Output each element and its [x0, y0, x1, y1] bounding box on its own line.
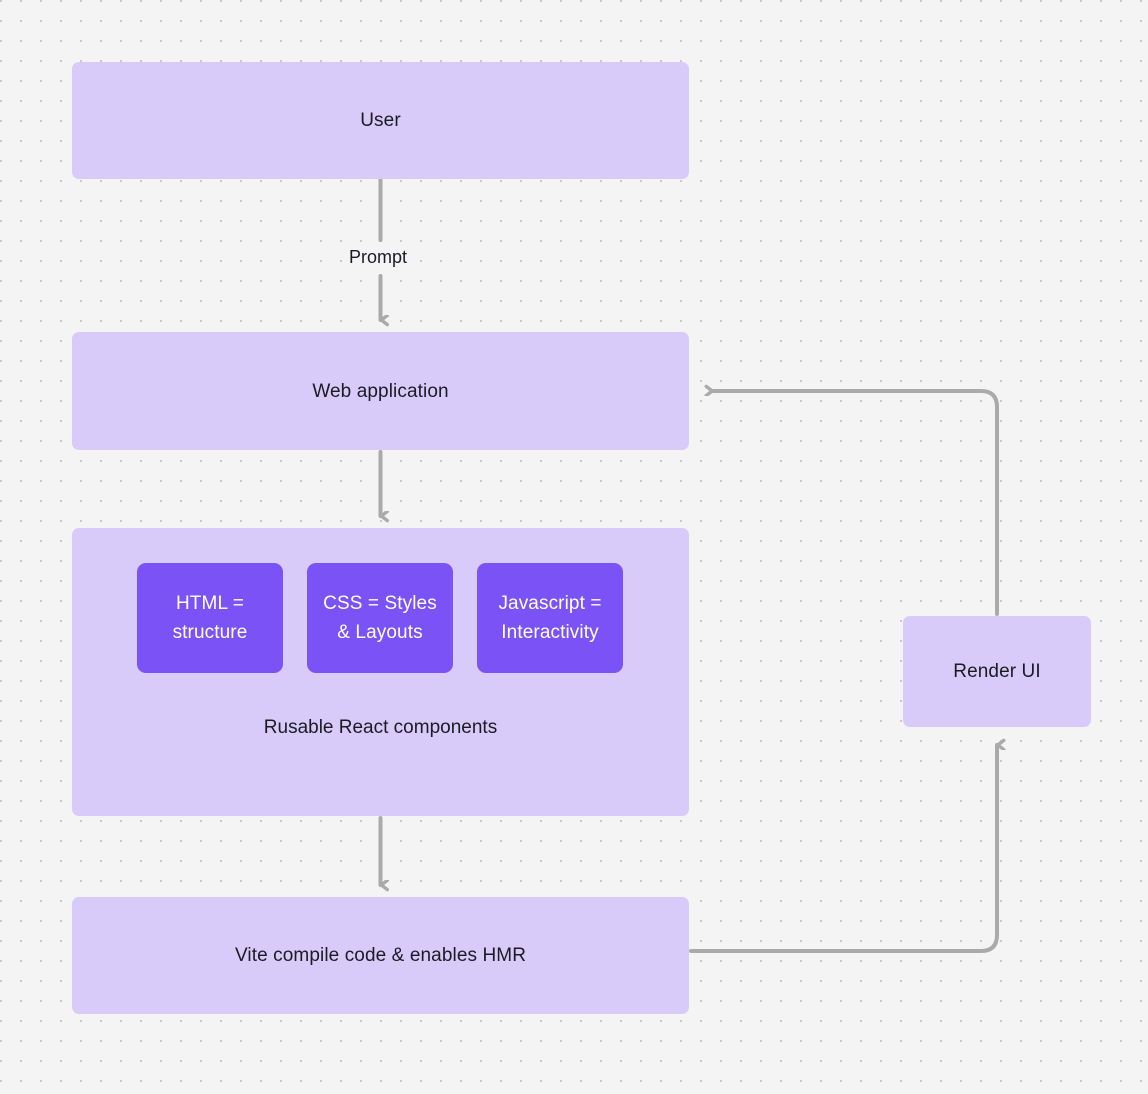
node-user[interactable]: User — [72, 62, 689, 179]
node-reusable-react-components-label: Rusable React components — [263, 717, 498, 738]
node-web-application-label: Web application — [312, 380, 449, 402]
node-vite-label: Vite compile code & enables HMR — [234, 945, 527, 966]
node-vite[interactable]: Vite compile code & enables HMR — [72, 897, 689, 1014]
node-render-ui[interactable]: Render UI — [903, 616, 1091, 727]
edge-vite-to-render — [689, 745, 997, 953]
node-css-label: CSS = Styles & Layouts — [323, 593, 437, 643]
edge-render-to-webapp — [713, 391, 999, 616]
node-render-ui-label: Render UI — [953, 661, 1041, 682]
node-user-label: User — [360, 110, 401, 131]
node-web-application[interactable]: Web application — [72, 332, 689, 450]
node-html[interactable]: HTML = structure — [137, 563, 283, 673]
node-javascript-label: Javascript = Interactivity — [498, 593, 602, 643]
node-css[interactable]: CSS = Styles & Layouts — [307, 563, 453, 673]
edge-label-prompt: Prompt — [344, 245, 413, 269]
node-html-label: HTML = structure — [172, 593, 248, 643]
node-javascript[interactable]: Javascript = Interactivity — [477, 563, 623, 673]
